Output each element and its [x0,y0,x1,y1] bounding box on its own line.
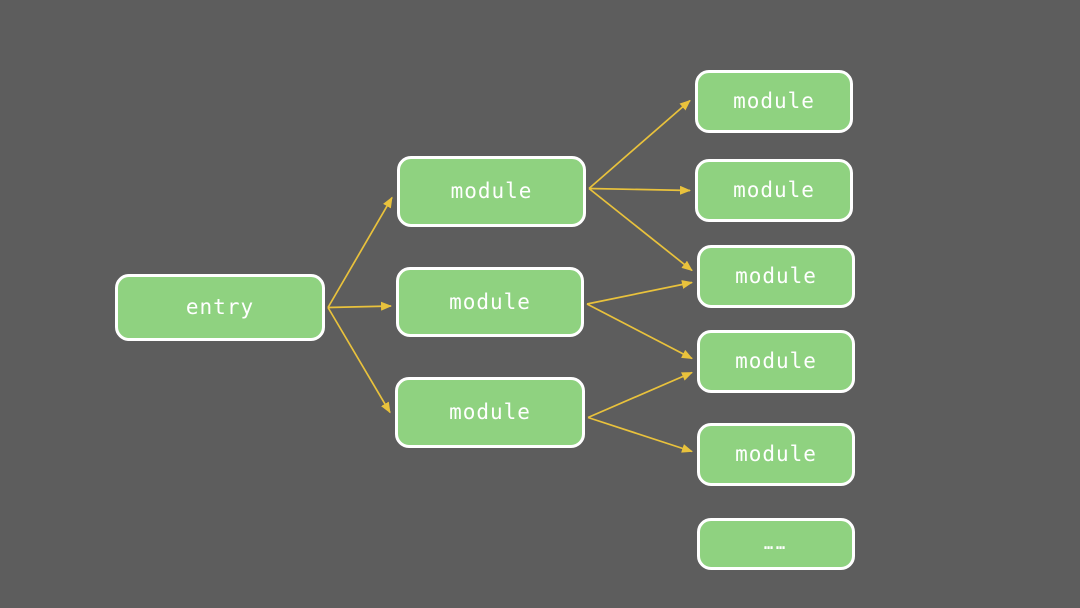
node-label: module [449,400,531,424]
edge-entry-to-mid-module-1 [327,196,393,308]
diagram-node-right-module-4: module [697,330,855,393]
node-label: module [735,349,817,373]
diagram-node-right-module-2: module [695,159,853,222]
diagram-node-more-modules: …… [697,518,855,570]
diagram-node-right-module-3: module [697,245,855,308]
diagram-node-mid-module-2: module [396,267,584,337]
edge-mid-module-3-to-right-module-5 [587,416,693,453]
node-label: …… [763,534,789,553]
edge-mid-module-1-to-right-module-1 [588,99,691,190]
node-label: entry [185,295,255,319]
diagram-node-mid-module-1: module [397,156,586,227]
edge-mid-module-2-to-right-module-4 [586,303,693,360]
diagram-node-right-module-1: module [695,70,853,133]
diagram-node-entry: entry [115,274,325,341]
edge-mid-module-2-to-right-module-3 [586,280,693,305]
node-label: module [449,289,531,314]
edge-entry-to-mid-module-3 [327,307,391,414]
node-label: module [733,178,815,202]
node-label: module [450,179,533,203]
node-label: module [733,89,815,113]
diagram-node-mid-module-3: module [395,377,585,448]
edge-mid-module-3-to-right-module-4 [587,371,693,419]
diagram-node-right-module-5: module [697,423,855,486]
node-label: module [735,442,817,466]
edge-mid-module-1-to-right-module-3 [588,187,693,272]
edge-mid-module-1-to-right-module-2 [588,185,691,195]
node-label: module [735,264,817,288]
edge-entry-to-mid-module-2 [327,301,392,311]
